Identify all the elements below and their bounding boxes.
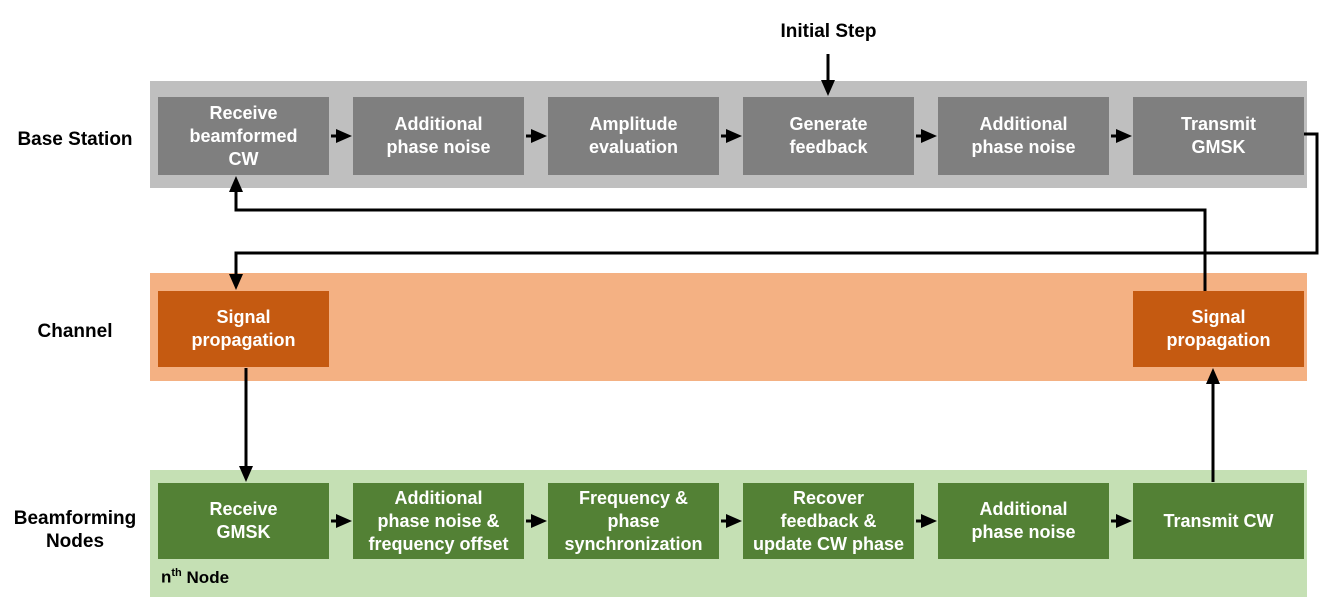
initial-step-label: Initial Step [780, 21, 877, 42]
channel-band [150, 273, 1307, 381]
box-signal-propagation-right: Signal propagation [1133, 291, 1304, 367]
row-label-base-station: Base Station [17, 129, 133, 150]
box-recover-feedback-update-cw-phase: Recover feedback & update CW phase [743, 483, 914, 559]
row-label-beamforming-nodes: Beamforming Nodes [0, 507, 150, 553]
box-generate-feedback: Generate feedback [743, 97, 914, 175]
row-label-channel: Channel [37, 321, 113, 342]
box-receive-beamformed-cw: Receive beamformed CW [158, 97, 329, 175]
box-additional-phase-noise-freq-offset: Additional phase noise & frequency offse… [353, 483, 524, 559]
box-transmit-gmsk: Transmit GMSK [1133, 97, 1304, 175]
box-transmit-cw: Transmit CW [1133, 483, 1304, 559]
beamforming-nodes-band [150, 470, 1307, 597]
box-additional-phase-noise-bs2: Additional phase noise [938, 97, 1109, 175]
box-frequency-phase-synchronization: Frequency & phase synchronization [548, 483, 719, 559]
row-label-beamforming-line1: Beamforming [13, 508, 137, 529]
box-additional-phase-noise-bs1: Additional phase noise [353, 97, 524, 175]
box-signal-propagation-left: Signal propagation [158, 291, 329, 367]
box-additional-phase-noise-node: Additional phase noise [938, 483, 1109, 559]
box-receive-gmsk: Receive GMSK [158, 483, 329, 559]
row-label-beamforming-line2: Nodes [45, 531, 105, 552]
box-amplitude-evaluation: Amplitude evaluation [548, 97, 719, 175]
